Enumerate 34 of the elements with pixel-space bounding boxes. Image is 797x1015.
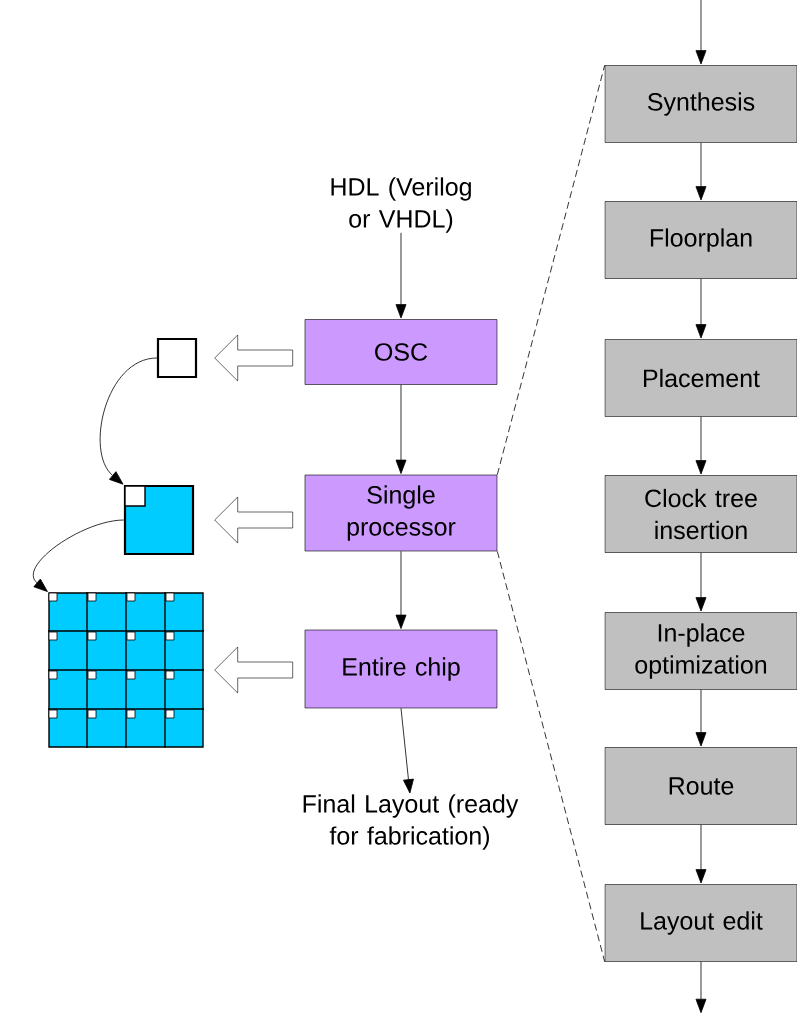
arrow	[395, 384, 407, 474]
flow-text: Final Layout (ready for fabrication)	[303, 794, 519, 850]
step-box: Layout edit	[604, 884, 797, 962]
arrow	[695, 961, 707, 1014]
arrow	[695, 552, 707, 612]
dashed-line	[496, 550, 606, 963]
arrow	[395, 232, 407, 319]
chip-drawing	[47, 591, 205, 749]
arrow	[400, 707, 414, 794]
curved-arrow	[99, 357, 158, 485]
process-box: OSC	[304, 319, 498, 385]
block-arrow	[214, 646, 293, 694]
arrow	[695, 0, 707, 65]
block-arrow	[214, 334, 293, 382]
step-box: Route	[604, 747, 797, 825]
step-box: Clock tree insertion	[604, 475, 797, 553]
process-box: Entire chip	[304, 629, 498, 709]
empty-square	[156, 337, 198, 379]
step-box: Floorplan	[604, 201, 797, 279]
chip-drawing	[123, 484, 195, 556]
arrow	[695, 278, 707, 339]
step-box: In-place optimization	[604, 612, 797, 690]
arrow	[695, 689, 707, 747]
flow-text: HDL (Verilog or VHDL)	[331, 177, 471, 233]
arrow	[695, 416, 707, 475]
arrow	[695, 142, 707, 201]
arrow	[395, 550, 407, 629]
step-box: Placement	[604, 339, 797, 417]
block-arrow	[214, 496, 293, 544]
process-box: Single processor	[304, 474, 498, 552]
curved-arrow	[33, 519, 125, 592]
step-box: Synthesis	[604, 65, 797, 143]
arrow	[695, 824, 707, 884]
dashed-line	[496, 64, 606, 476]
